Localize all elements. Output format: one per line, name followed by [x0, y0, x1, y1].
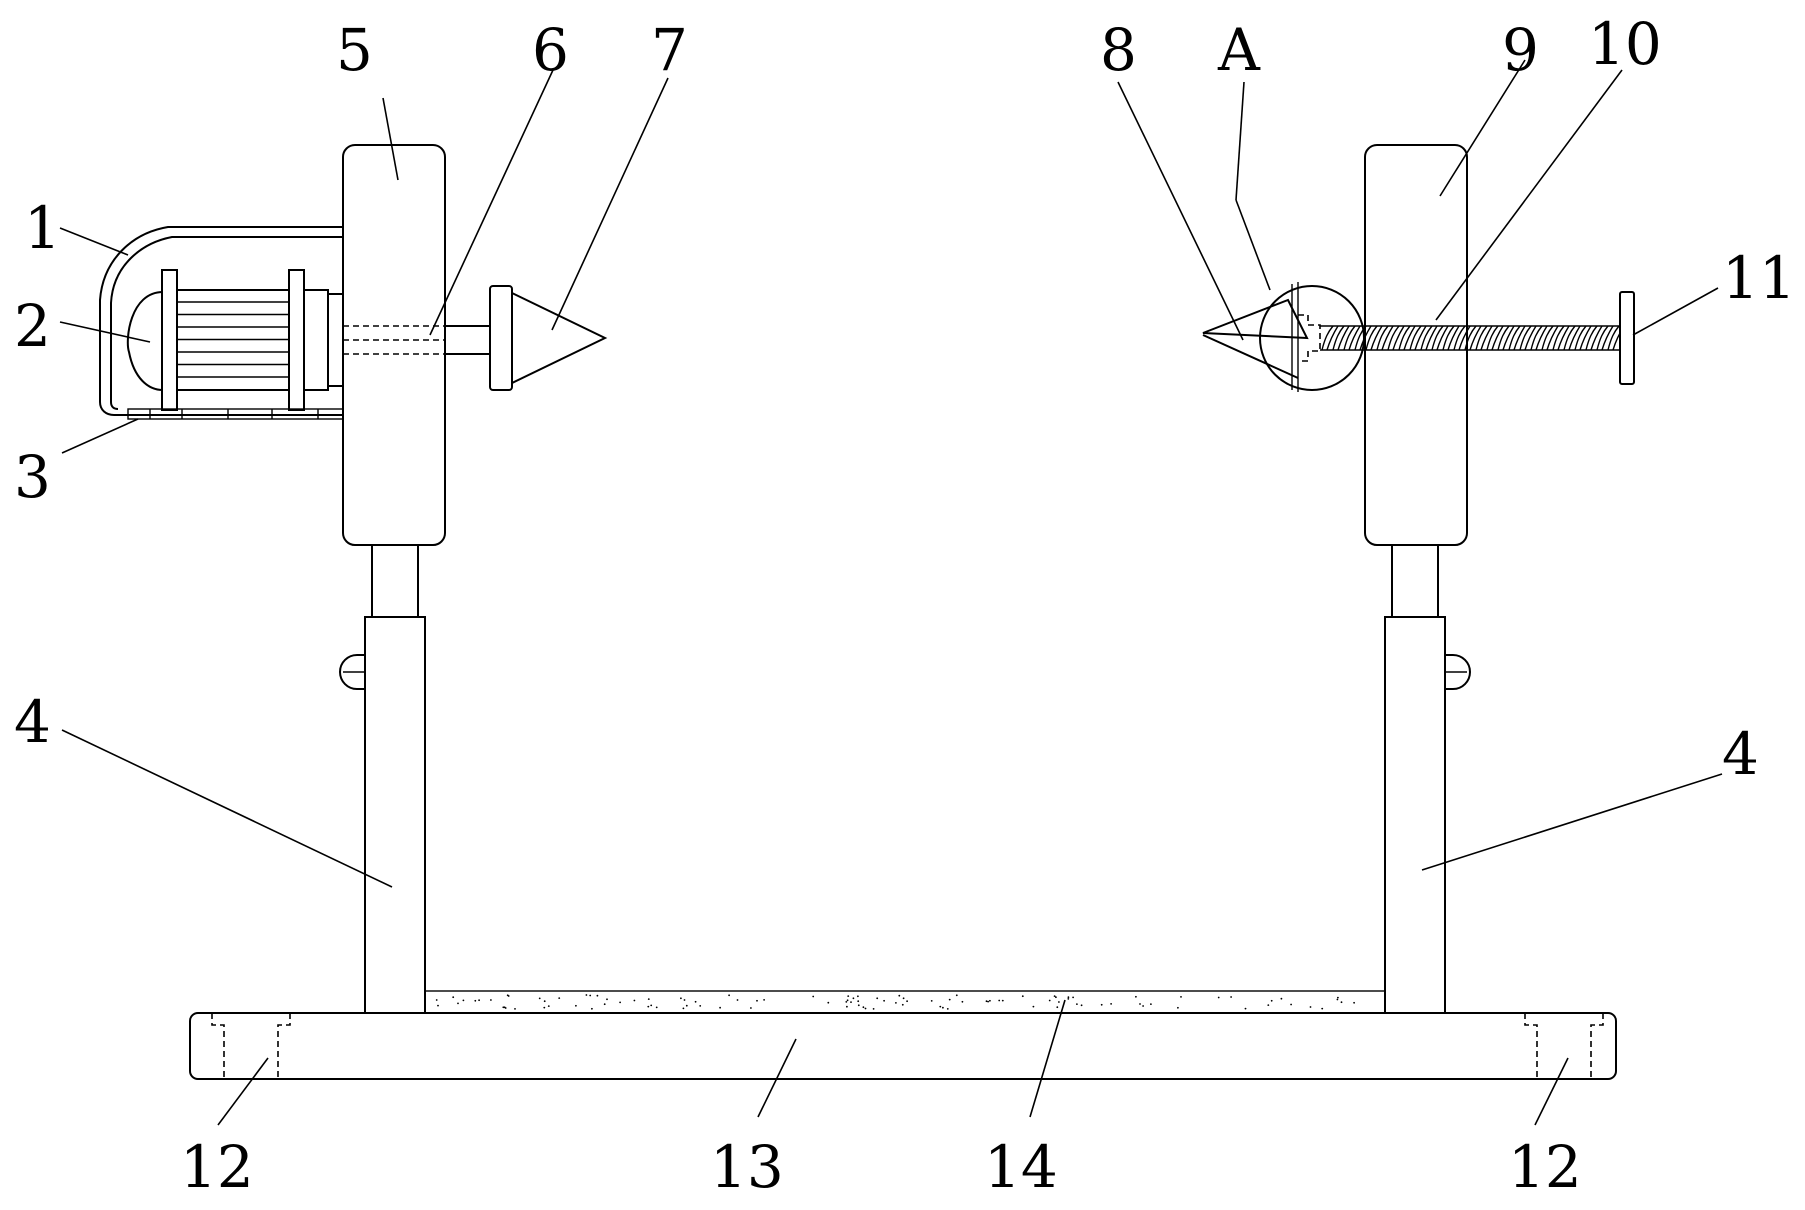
left-column	[339, 544, 426, 1014]
right-column	[1384, 544, 1471, 1014]
leader-lines	[59, 59, 1723, 1126]
left-cone-centre	[489, 285, 608, 391]
motor	[126, 269, 344, 411]
shaft	[343, 325, 490, 355]
label-4-left: 4	[14, 688, 51, 756]
base-mat	[424, 990, 1386, 1014]
label-a: A	[1217, 16, 1261, 84]
part-labels: 1 2 3 4 4 5 6 7 8 A 9 10 11 12 12 13 14	[14, 10, 1796, 1201]
handle	[1619, 291, 1635, 385]
label-2: 2	[14, 292, 51, 360]
label-10: 10	[1588, 10, 1662, 78]
label-3: 3	[14, 443, 51, 511]
label-11: 11	[1722, 244, 1796, 312]
motor-cover	[99, 226, 343, 416]
label-9: 9	[1502, 16, 1539, 84]
base-plate	[189, 1012, 1617, 1080]
label-5: 5	[336, 16, 373, 84]
label-8: 8	[1100, 16, 1137, 84]
label-13: 13	[710, 1133, 784, 1201]
label-1: 1	[24, 194, 61, 262]
screw-rod	[1320, 325, 1625, 351]
label-12-left: 12	[180, 1133, 254, 1201]
label-7: 7	[651, 16, 688, 84]
label-14: 14	[984, 1133, 1058, 1201]
right-cone-centre	[1202, 282, 1365, 392]
motor-mount	[127, 408, 344, 420]
label-6: 6	[532, 16, 569, 84]
label-12-right: 12	[1508, 1133, 1582, 1201]
label-4-right: 4	[1722, 720, 1759, 788]
left-housing	[342, 144, 446, 546]
